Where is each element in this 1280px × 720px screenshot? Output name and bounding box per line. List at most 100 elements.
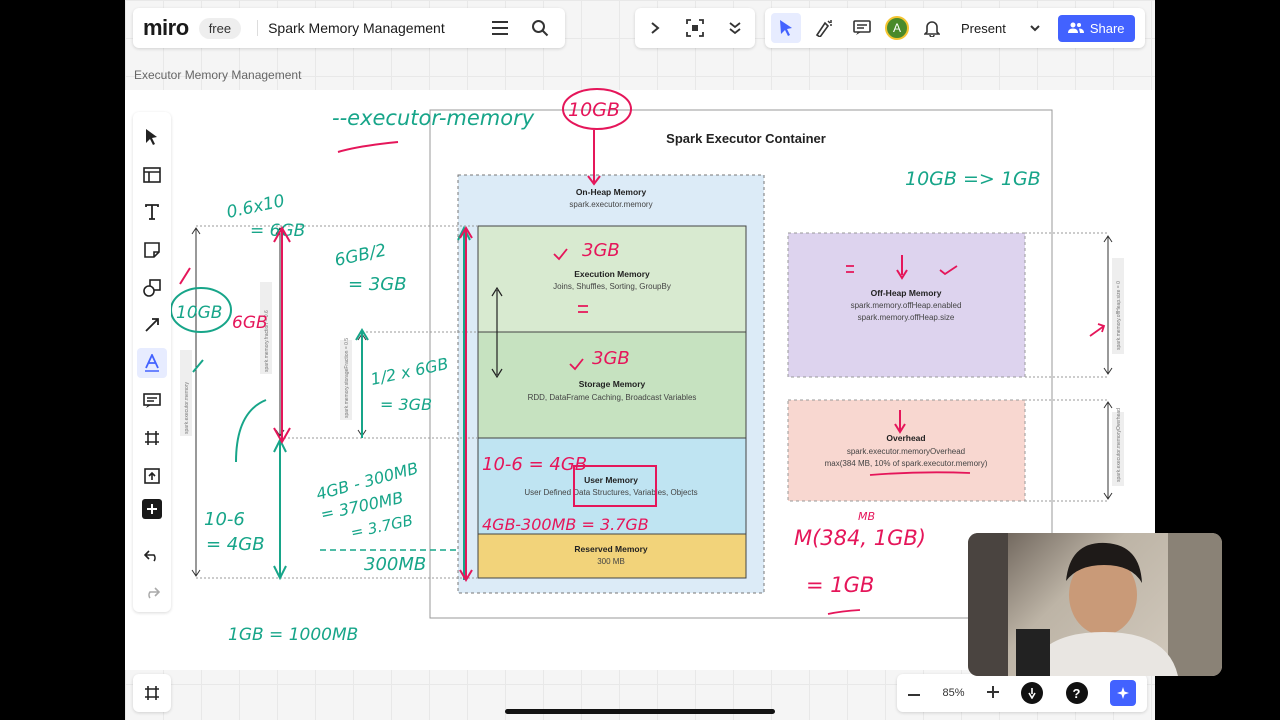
cursor-icon[interactable] (771, 13, 801, 43)
storage-desc: RDD, DataFrame Caching, Broadcast Variab… (528, 393, 697, 402)
note-user-minus: 4GB-300MB = 3.7GB (482, 515, 649, 534)
chevron-down-icon[interactable] (1020, 13, 1050, 43)
on-heap-title: On-Heap Memory (576, 187, 647, 197)
note-ten-gb-circle: 10GB (176, 303, 222, 323)
frame-tool-icon[interactable] (137, 424, 167, 454)
note-eq-1gb: = 1GB (806, 573, 874, 597)
chevrons-down-icon[interactable] (720, 13, 750, 43)
on-heap-config: spark.executor.memory (569, 200, 652, 209)
side-label-offheap: spark.memory.offHeap.size = 0 (1116, 281, 1122, 350)
more-apps-icon[interactable] (142, 498, 162, 519)
overhead-config: spark.executor.memoryOverhead (847, 447, 965, 456)
users-icon (1067, 22, 1084, 33)
off-heap-title: Off-Heap Memory (871, 288, 942, 298)
diagram: Spark Executor Container On-Heap Memory … (170, 88, 1124, 645)
off-heap-config2: spark.memory.offHeap.size (858, 313, 955, 322)
frame-list-icon (145, 686, 159, 700)
note-m-formula: M(384, 1GB) (794, 526, 926, 550)
note-executor-memory: --executor-memory (332, 106, 535, 130)
connection-line-icon[interactable] (137, 310, 167, 340)
select-tool-icon[interactable] (137, 122, 167, 152)
note-eq-3gb-b: = 3GB (380, 395, 432, 414)
executor-container[interactable] (429, 109, 1053, 619)
note-ten-to-one: 10GB => 1GB (905, 168, 1041, 190)
reactions-icon[interactable] (809, 13, 839, 43)
sticky-note-icon[interactable] (137, 235, 167, 265)
note-eq-6gb: = 6GB (250, 221, 305, 241)
ai-assist-icon[interactable] (1109, 680, 1136, 706)
note-half-6gb: 1/2 x 6GB (369, 354, 450, 389)
zoom-controls: 85% ? (897, 674, 1147, 712)
note-user-calc: 10-6 = 4GB (482, 454, 587, 475)
execution-desc: Joins, Shuffles, Sorting, GroupBy (553, 282, 671, 291)
comments-icon[interactable] (847, 13, 877, 43)
frame-label[interactable]: Executor Memory Management (134, 68, 302, 82)
redo-icon[interactable] (137, 578, 167, 608)
note-left-10-6: 10-6 (204, 509, 245, 530)
user-memory[interactable] (477, 437, 747, 535)
zoom-out-icon[interactable] (908, 687, 921, 699)
reserved-title: Reserved Memory (574, 544, 648, 554)
execution-title: Execution Memory (574, 269, 650, 279)
assistive-touch-icon[interactable] (1021, 682, 1044, 704)
storage-memory[interactable] (477, 331, 747, 439)
avatar[interactable]: A (885, 16, 909, 40)
board-title[interactable]: Spark Memory Management (257, 20, 445, 36)
share-button[interactable]: Share (1057, 14, 1135, 42)
overhead-title: Overhead (886, 433, 925, 443)
zoom-in-icon[interactable] (986, 685, 999, 701)
note-fraction-calc: 0.6x10 (225, 191, 287, 223)
plan-badge[interactable]: free (198, 17, 242, 39)
present-button[interactable]: Present (961, 20, 1006, 36)
templates-icon[interactable] (137, 160, 167, 190)
off-heap-config1: spark.memory.offHeap.enabled (851, 301, 962, 310)
shapes-icon[interactable] (137, 273, 167, 303)
reserved-desc: 300 MB (597, 557, 625, 566)
side-label-overhead: spark.executor.memoryOverhead (1116, 408, 1122, 482)
execution-memory[interactable] (477, 225, 747, 333)
executor-memory-arrow (191, 227, 201, 577)
storage-title: Storage Memory (579, 379, 646, 389)
search-icon[interactable] (525, 13, 555, 43)
creation-toolbar (133, 112, 171, 612)
bell-icon[interactable] (917, 13, 947, 43)
note-storage-3gb: 3GB (592, 348, 630, 369)
chevron-right-icon[interactable] (640, 13, 670, 43)
note-ten-gb: 10GB (568, 99, 620, 121)
text-tool-icon[interactable] (137, 197, 167, 227)
undo-icon[interactable] (137, 541, 167, 571)
zoom-level[interactable]: 85% (942, 687, 965, 699)
side-label-fraction: spark.memory.fraction = 0.6 (264, 310, 270, 372)
offheap-size-arrow (1103, 235, 1113, 375)
side-label-executor: spark.executor.memory (184, 382, 190, 434)
note-left-300: 300MB (364, 554, 426, 575)
help-icon[interactable]: ? (1065, 682, 1088, 704)
note-one-gb-mb: 1GB = 1000MB (228, 625, 358, 645)
presenter-webcam (968, 533, 1222, 676)
note-eq-3gb: = 3GB (348, 274, 407, 295)
collaboration-bar: A Present Share (765, 8, 1145, 48)
miro-logo[interactable]: miro (143, 15, 189, 40)
note-six-gb-half: 6GB/2 (333, 240, 388, 270)
menu-icon[interactable] (485, 13, 515, 43)
note-exec-3gb: 3GB (582, 240, 620, 261)
off-heap-memory[interactable] (787, 232, 1026, 378)
execution-storage-arrow (491, 286, 503, 379)
overhead-size-arrow (1103, 401, 1113, 500)
comment-tool-icon[interactable] (137, 386, 167, 416)
overhead-memory[interactable] (787, 399, 1026, 502)
container-title: Spark Executor Container (666, 131, 826, 146)
share-label: Share (1089, 20, 1125, 36)
frames-panel-button[interactable] (133, 674, 171, 712)
user-title: User Memory (584, 475, 638, 485)
capture-icon[interactable] (680, 13, 710, 43)
reserved-memory[interactable] (477, 533, 747, 579)
board-header: miro free Spark Memory Management (133, 8, 565, 48)
upload-icon[interactable] (137, 461, 167, 491)
presenter-figure (968, 533, 1222, 676)
view-controls (635, 8, 755, 48)
home-indicator (505, 709, 775, 714)
note-left-4gb-b: = 4GB (206, 534, 265, 555)
overhead-formula: max(384 MB, 10% of spark.executor.memory… (825, 459, 988, 468)
pen-tool-icon[interactable] (137, 348, 167, 378)
